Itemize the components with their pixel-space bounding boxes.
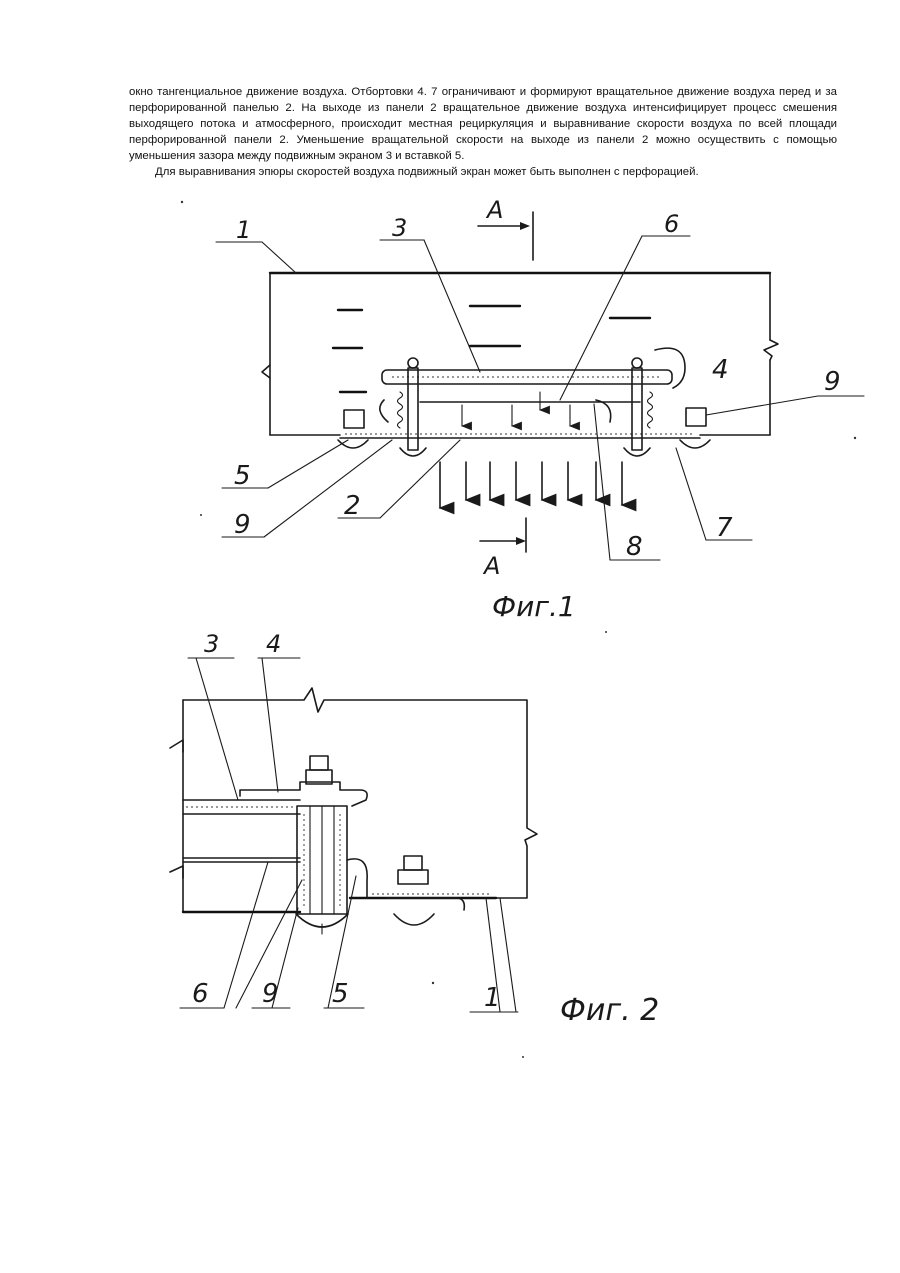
figure-1: А А 1 3 6 4 9 5 9 2	[216, 196, 864, 623]
fig1-label-5: 5	[234, 461, 251, 491]
section-label-top: А	[485, 196, 503, 224]
fig1-caption: Фиг.1	[492, 590, 576, 623]
fig1-label-2: 2	[344, 491, 361, 521]
fig1-label-8: 8	[626, 532, 643, 562]
fig1-label-3: 3	[392, 214, 407, 242]
fig2-label-9: 9	[262, 979, 279, 1009]
section-label-bottom: А	[482, 552, 500, 580]
fig2-caption: Фиг. 2	[560, 993, 659, 1028]
fig1-label-6: 6	[664, 210, 679, 238]
fig1-label-4: 4	[712, 355, 729, 385]
fig2-label-6: 6	[192, 979, 209, 1009]
fig2-label-1: 1	[484, 983, 501, 1013]
figure-2: 3 4 6 9 5 1 Фиг. 2	[170, 630, 659, 1028]
fig2-label-5: 5	[332, 979, 349, 1009]
flow-arrows-duct	[333, 306, 650, 392]
fig2-label-4: 4	[266, 630, 281, 658]
scan-specks	[181, 201, 856, 1058]
flow-arrows-out	[440, 462, 622, 508]
fig2-label-3: 3	[204, 630, 219, 658]
fig1-label-1: 1	[236, 216, 251, 244]
fig2-leaders	[180, 658, 518, 1012]
fig1-label-7: 7	[716, 513, 733, 543]
fig1-label-9-right: 9	[824, 367, 841, 397]
fig1-label-9-left: 9	[234, 510, 251, 540]
flow-arrows-inner	[462, 392, 570, 426]
